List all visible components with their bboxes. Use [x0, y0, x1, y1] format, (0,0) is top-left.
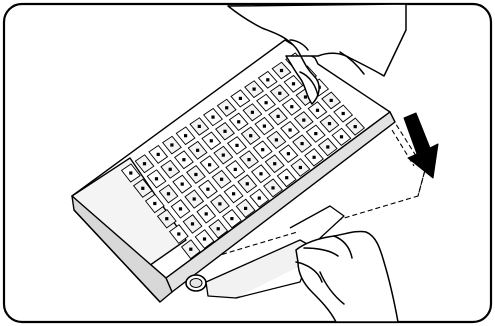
key-grid	[120, 52, 366, 260]
key-mark	[206, 187, 210, 191]
key-mark	[247, 158, 251, 162]
tilt-direction-arrow	[403, 112, 439, 179]
key-mark	[202, 237, 207, 241]
key-mark	[204, 212, 208, 216]
key-mark	[327, 122, 332, 126]
key-mark	[302, 118, 306, 122]
key-mark	[262, 124, 266, 128]
key-mark	[211, 115, 215, 119]
key-mark	[274, 138, 278, 142]
key-mark	[244, 206, 248, 210]
key-mark	[221, 153, 225, 157]
key-mark	[235, 143, 239, 147]
key-mark	[216, 227, 220, 231]
key-mark	[353, 125, 357, 129]
key-mark	[286, 152, 290, 156]
key-mark	[341, 111, 345, 116]
key-mark	[178, 207, 183, 211]
key-mark	[156, 152, 160, 156]
key-mark	[298, 165, 302, 170]
key-mark	[182, 158, 186, 162]
key-mark	[232, 192, 236, 196]
key-mark	[129, 171, 133, 175]
key-mark	[177, 232, 181, 236]
key-mark	[291, 82, 296, 86]
key-mark	[314, 132, 318, 136]
upper-hand	[227, 3, 407, 105]
key-mark	[261, 148, 265, 152]
key-mark	[237, 120, 241, 124]
key-mark	[154, 177, 159, 181]
key-mark	[264, 101, 268, 105]
key-mark	[194, 172, 198, 177]
key-mark	[279, 68, 284, 73]
key-mark	[208, 163, 212, 167]
key-mark	[233, 167, 237, 171]
key-mark	[290, 105, 294, 109]
key-mark	[153, 201, 157, 206]
key-mark	[180, 182, 184, 186]
key-mark	[225, 106, 229, 110]
key-mark	[192, 197, 196, 201]
key-mark	[250, 110, 254, 114]
key-mark	[326, 145, 330, 149]
key-mark	[196, 148, 200, 152]
key-mark	[230, 217, 234, 221]
key-mark	[271, 186, 275, 190]
key-mark	[197, 124, 201, 128]
key-mark	[288, 128, 292, 132]
tilt-stand	[205, 205, 345, 299]
key-mark	[259, 172, 263, 176]
key-mark	[315, 108, 320, 112]
key-mark	[276, 114, 280, 118]
key-mark	[266, 78, 270, 82]
key-mark	[312, 155, 316, 159]
key-mark	[142, 162, 147, 166]
key-mark	[209, 139, 213, 143]
key-mark	[249, 134, 253, 138]
lower-hand	[295, 230, 399, 323]
key-mark	[168, 167, 172, 171]
key-mark	[223, 129, 227, 133]
key-mark	[257, 196, 261, 200]
key-mark	[166, 192, 171, 196]
key-mark	[285, 176, 289, 180]
key-mark	[245, 182, 249, 186]
tilt-knob	[185, 274, 207, 292]
key-mark	[170, 143, 174, 147]
key-mark	[300, 142, 304, 146]
key-mark	[339, 135, 344, 139]
key-mark	[190, 222, 195, 226]
key-mark	[252, 87, 256, 91]
key-mark	[189, 247, 193, 251]
key-mark	[220, 177, 224, 181]
key-mark	[278, 91, 282, 95]
key-mark	[273, 162, 277, 166]
key-mark	[184, 134, 188, 138]
key-mark	[165, 217, 169, 221]
key-mark	[218, 202, 222, 206]
key-mark	[141, 186, 145, 190]
key-mark	[329, 98, 333, 102]
key-mark	[238, 96, 242, 100]
key-mark	[303, 95, 308, 99]
